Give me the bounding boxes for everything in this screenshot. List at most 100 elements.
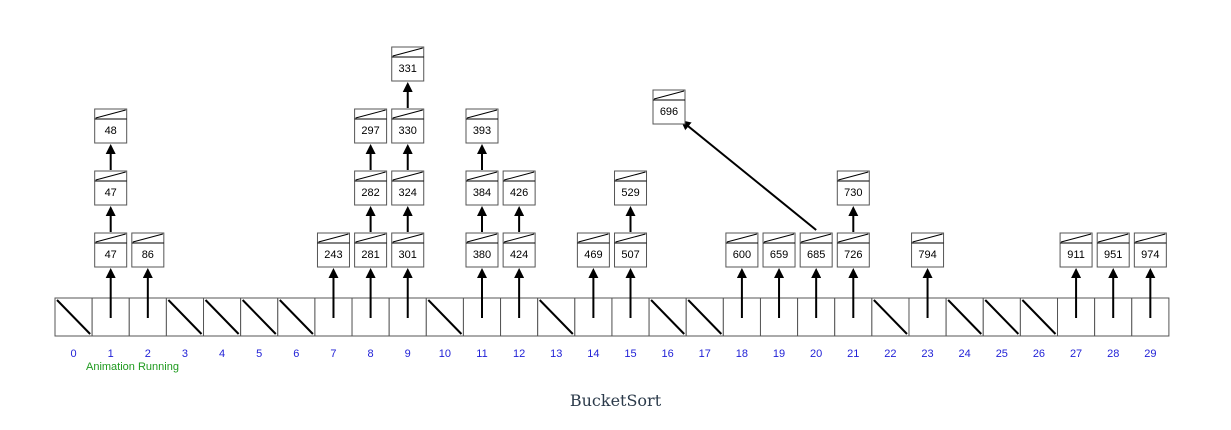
node-box [465, 170, 499, 206]
empty-bucket-slash [650, 299, 685, 335]
null-link-slash [392, 171, 423, 181]
null-link-slash [503, 233, 535, 243]
bucket-index-label: 7 [330, 348, 336, 360]
node-box [131, 232, 165, 268]
list-node: 47 [94, 232, 128, 268]
bucket-index-label: 15 [624, 348, 636, 360]
node-value: 48 [105, 125, 117, 137]
node-box [652, 89, 686, 125]
figure-caption: BucketSort [569, 391, 662, 410]
bucket-index-label: 1 [108, 348, 114, 360]
bucket-index-label: 6 [293, 348, 299, 360]
node-box [391, 232, 425, 268]
node-box [354, 108, 388, 144]
node-box [614, 232, 648, 268]
node-value: 696 [660, 106, 678, 118]
node-value: 426 [510, 187, 528, 199]
animation-status: Animation Running [86, 361, 179, 373]
node-box [836, 232, 870, 268]
empty-bucket-slash [427, 299, 463, 335]
node-value: 384 [473, 187, 491, 199]
node-value: 424 [510, 249, 528, 261]
node-value: 301 [399, 249, 417, 261]
list-node: 726 [836, 232, 870, 268]
node-value: 297 [361, 125, 379, 137]
moving-node: 696 [652, 89, 686, 125]
bucket-index-label: 25 [996, 348, 1008, 360]
bucket-index-label: 19 [773, 348, 785, 360]
list-node: 507 [614, 232, 648, 268]
node-value: 794 [918, 249, 936, 261]
bucket-index-label: 21 [847, 348, 859, 360]
node-value: 380 [473, 249, 491, 261]
node-value: 330 [399, 125, 417, 137]
bucket-index-label: 13 [550, 348, 562, 360]
node-box [391, 108, 425, 144]
list-node: 529 [614, 170, 648, 206]
null-link-slash [912, 233, 943, 243]
null-link-slash [726, 233, 758, 243]
node-value: 600 [733, 249, 751, 261]
bucket-index-label: 27 [1070, 348, 1082, 360]
list-node: 685 [799, 232, 833, 268]
bucket-index-label: 23 [921, 348, 933, 360]
bucket-index-label: 22 [884, 348, 896, 360]
bucket-index-label: 5 [256, 348, 262, 360]
node-value: 281 [361, 249, 379, 261]
empty-bucket-slash [167, 299, 203, 335]
list-node: 384 [465, 170, 499, 206]
node-value: 47 [105, 187, 117, 199]
node-box [354, 232, 388, 268]
list-node: 951 [1096, 232, 1130, 268]
node-box [316, 232, 350, 268]
empty-bucket-slash [279, 299, 314, 335]
list-node: 282 [354, 170, 388, 206]
node-box [576, 232, 610, 268]
bucket-index-label: 12 [513, 348, 525, 360]
node-value: 529 [621, 187, 639, 199]
list-node: 600 [725, 232, 759, 268]
bucket-index-label: 24 [959, 348, 971, 360]
empty-bucket-slash [204, 299, 240, 335]
bucket-index-label: 28 [1107, 348, 1119, 360]
list-node: 86 [131, 232, 165, 268]
null-link-slash [801, 233, 832, 243]
node-box [1059, 232, 1093, 268]
list-node: 281 [354, 232, 388, 268]
node-box [94, 232, 128, 268]
node-value: 911 [1067, 249, 1085, 261]
null-link-slash [95, 233, 126, 243]
node-value: 730 [844, 187, 862, 199]
node-value: 324 [399, 187, 417, 199]
bucket-index-label: 2 [145, 348, 151, 360]
null-link-slash [466, 109, 498, 119]
node-box [614, 170, 648, 206]
bucket-index-label: 20 [810, 348, 822, 360]
null-link-slash [132, 233, 163, 243]
null-link-slash [838, 233, 869, 243]
node-box [1096, 232, 1130, 268]
bucket-index-label: 9 [405, 348, 411, 360]
node-box [836, 170, 870, 206]
null-link-slash [355, 171, 386, 181]
null-link-slash [392, 47, 423, 57]
list-node: 47 [94, 170, 128, 206]
list-node: 424 [502, 232, 536, 268]
node-box [1133, 232, 1167, 268]
null-link-slash [355, 109, 386, 119]
bucket-index-label: 11 [476, 348, 487, 360]
node-value: 659 [770, 249, 788, 261]
node-value: 331 [399, 63, 417, 75]
list-node: 426 [502, 170, 536, 206]
node-value: 243 [324, 249, 342, 261]
null-link-slash [466, 233, 498, 243]
null-link-slash [392, 109, 423, 119]
bucket-index-label: 14 [587, 348, 599, 360]
null-link-slash [466, 171, 498, 181]
null-link-slash [95, 171, 126, 181]
bucket-index-label: 10 [439, 348, 451, 360]
node-value: 507 [621, 249, 639, 261]
list-node: 974 [1133, 232, 1167, 268]
node-box [465, 232, 499, 268]
list-node: 469 [576, 232, 610, 268]
